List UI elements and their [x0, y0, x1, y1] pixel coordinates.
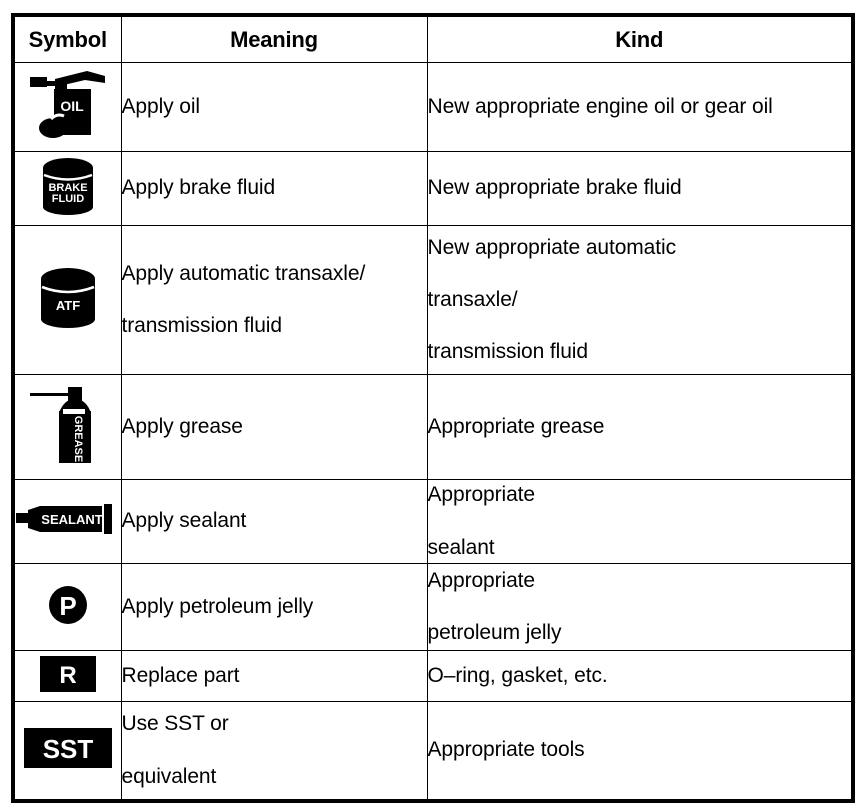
meaning-line: Replace part [121, 663, 240, 687]
symbol-cell: R [12, 650, 122, 702]
column-header-kind: Kind [426, 14, 854, 63]
svg-text:BRAKE: BRAKE [48, 182, 87, 194]
table-row: P Apply petroleum jelly Appropriate petr… [12, 563, 854, 651]
kind-line: sealant [427, 535, 495, 559]
kind-cell: Appropriate sealant [426, 479, 854, 564]
kind-line: Appropriate [427, 483, 536, 507]
table-header-row: Symbol Meaning Kind [12, 14, 854, 63]
symbol-cell: SEALANT [12, 479, 122, 564]
kind-cell: Appropriate tools [426, 701, 854, 802]
svg-text:R: R [59, 662, 76, 689]
meaning-cell: Apply grease [120, 374, 428, 480]
kind-line: O–ring, gasket, etc. [427, 663, 608, 687]
column-header-symbol: Symbol [12, 14, 122, 63]
table-row: ATF Apply automatic transaxle/ transmiss… [12, 225, 854, 375]
oil-can-icon: OIL [27, 67, 109, 143]
kind-cell: O–ring, gasket, etc. [426, 650, 854, 702]
meaning-line: Use SST or [121, 712, 229, 736]
symbol-cell: OIL [12, 62, 122, 152]
kind-line: Appropriate tools [427, 738, 585, 762]
svg-text:P: P [59, 591, 76, 621]
meaning-line: Apply oil [121, 94, 201, 118]
meaning-cell: Apply brake fluid [120, 151, 428, 226]
kind-cell: Appropriate petroleum jelly [426, 563, 854, 651]
svg-text:SEALANT: SEALANT [41, 512, 102, 527]
column-header-meaning: Meaning [120, 14, 428, 63]
kind-line: Appropriate [427, 568, 536, 592]
kind-cell: New appropriate automatic transaxle/ tra… [426, 225, 854, 375]
kind-line: New appropriate automatic [427, 235, 677, 259]
kind-line: Appropriate grease [427, 414, 605, 438]
table-row: SEALANT Apply sealant Appropriate sealan… [12, 479, 854, 564]
sealant-tube-icon: SEALANT [15, 502, 120, 536]
kind-line: transaxle/ [427, 287, 518, 311]
meaning-line: transmission fluid [121, 314, 283, 337]
table-row: SST Use SST or equivalent Appropriate to… [12, 701, 854, 802]
meaning-line: Apply grease [121, 414, 243, 438]
meaning-cell: Apply automatic transaxle/ transmission … [120, 225, 428, 375]
meaning-cell: Apply sealant [120, 479, 428, 564]
meaning-line: Apply sealant [121, 509, 247, 533]
svg-text:OIL: OIL [60, 98, 84, 114]
svg-text:ATF: ATF [56, 298, 80, 313]
table-body: OIL Apply oil New appropriate engine oil… [12, 62, 854, 802]
symbol-legend-table: Symbol Meaning Kind [11, 13, 855, 803]
brake-fluid-can-icon: BRAKE FLUID [37, 155, 99, 217]
meaning-line: Apply petroleum jelly [121, 594, 314, 618]
petroleum-jelly-icon: P [46, 583, 90, 627]
atf-can-icon: ATF [35, 265, 101, 331]
symbol-cell: BRAKE FLUID [12, 151, 122, 226]
table-row: OIL Apply oil New appropriate engine oil… [12, 62, 854, 152]
symbol-cell: P [12, 563, 122, 651]
meaning-cell: Replace part [120, 650, 428, 702]
table-row: R Replace part O–ring, gasket, etc. [12, 650, 854, 702]
svg-text:SST: SST [42, 734, 93, 764]
kind-line: petroleum jelly [427, 621, 562, 644]
meaning-cell: Use SST or equivalent [120, 701, 428, 802]
grease-tube-icon: GREASE [26, 383, 110, 467]
symbol-cell: GREASE [12, 374, 122, 480]
sst-tool-icon: SST [23, 728, 112, 768]
replace-part-icon: R [39, 655, 96, 692]
kind-cell: Appropriate grease [426, 374, 854, 480]
kind-line: New appropriate brake fluid [427, 176, 682, 200]
meaning-line: Apply brake fluid [121, 176, 276, 200]
table-row: GREASE Apply grease Appropriate grease [12, 374, 854, 480]
kind-line: transmission fluid [427, 340, 589, 364]
meaning-cell: Apply oil [120, 62, 428, 152]
symbol-cell: SST [12, 701, 122, 802]
kind-cell: New appropriate engine oil or gear oil [426, 62, 854, 152]
table-header: Symbol Meaning Kind [12, 14, 854, 63]
symbol-cell: ATF [12, 225, 122, 375]
meaning-cell: Apply petroleum jelly [120, 563, 428, 651]
meaning-line: Apply automatic transaxle/ [121, 261, 366, 285]
kind-line: New appropriate engine oil or gear oil [427, 94, 773, 118]
meaning-line: equivalent [121, 764, 217, 788]
kind-cell: New appropriate brake fluid [426, 151, 854, 226]
svg-text:FLUID: FLUID [52, 193, 84, 205]
svg-text:GREASE: GREASE [72, 415, 84, 461]
table-row: BRAKE FLUID Apply brake fluid New approp… [12, 151, 854, 226]
